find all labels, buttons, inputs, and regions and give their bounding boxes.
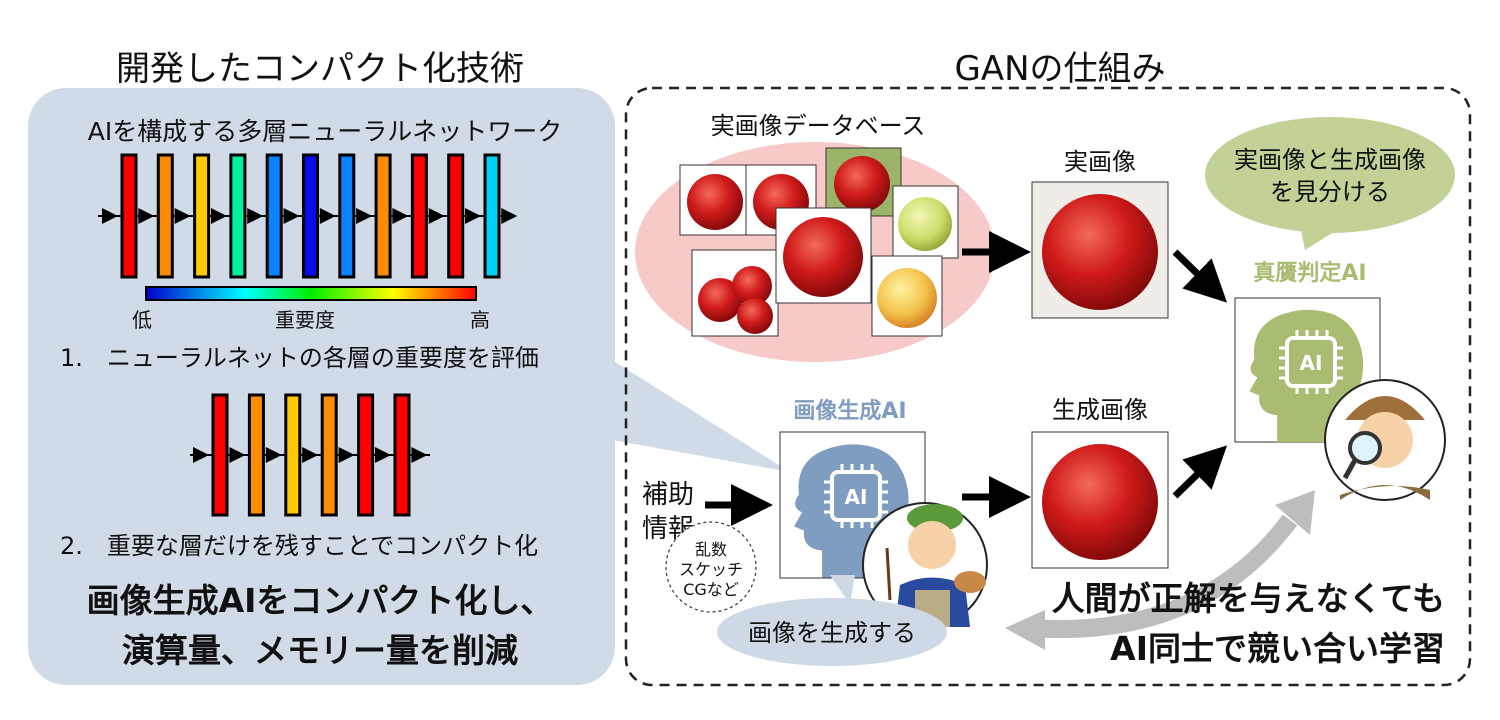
network-layer bbox=[447, 153, 465, 279]
generated-to-discriminator-arrow bbox=[1172, 445, 1228, 499]
generator-chip-icon: AI bbox=[824, 464, 888, 528]
flow-arrow-icon bbox=[375, 447, 391, 463]
aux-example-cg: CGなど bbox=[683, 580, 739, 599]
flow-arrow-icon bbox=[210, 208, 227, 224]
network-layer bbox=[284, 393, 302, 517]
flow-arrow-icon bbox=[229, 447, 246, 463]
conclusion-line-1: 人間が正解を与えなくても bbox=[1052, 579, 1445, 618]
flow-arrow-icon bbox=[338, 447, 355, 463]
right-title: GANの仕組み bbox=[954, 49, 1165, 89]
apple-photo bbox=[871, 255, 943, 337]
network-layer bbox=[357, 393, 375, 517]
feedback-curve bbox=[1029, 514, 1298, 639]
network-layer bbox=[156, 153, 174, 279]
aux-info-line-1: 補助 bbox=[642, 480, 694, 510]
network-layer bbox=[302, 153, 319, 279]
step-1-text: 1. ニューラルネットの各層の重要度を評価 bbox=[60, 344, 539, 372]
generator-chip-text: AI bbox=[845, 485, 868, 509]
aux-example-random: 乱数 bbox=[695, 540, 727, 559]
network-layer bbox=[483, 153, 501, 279]
network-layer bbox=[393, 393, 411, 517]
network-layer bbox=[120, 153, 138, 279]
scale-title: 重要度 bbox=[275, 308, 335, 332]
apple-photo bbox=[892, 185, 959, 259]
network-layer bbox=[211, 393, 229, 517]
network-layer bbox=[247, 393, 265, 517]
discriminator-label: 真贋判定AI bbox=[1253, 260, 1366, 286]
flow-arrow-icon bbox=[501, 208, 518, 224]
conclusion-line-2: AI同士で競い合い学習 bbox=[1110, 629, 1445, 668]
flow-arrow-icon bbox=[174, 208, 191, 224]
network-layer bbox=[229, 153, 247, 279]
network-layer bbox=[193, 153, 211, 279]
flow-arrow-icon bbox=[411, 447, 428, 463]
network-layer bbox=[338, 153, 356, 279]
flow-arrow-icon bbox=[302, 447, 319, 463]
flow-arrow-icon bbox=[265, 447, 282, 463]
scale-low-label: 低 bbox=[132, 308, 152, 332]
apple-photo bbox=[679, 164, 751, 236]
generator-bubble-tail bbox=[830, 575, 855, 605]
detective-avatar bbox=[1324, 379, 1446, 501]
flow-arrow-icon bbox=[356, 208, 373, 224]
real-image bbox=[1031, 181, 1169, 319]
apple-photo bbox=[691, 249, 779, 337]
generated-image-label: 生成画像 bbox=[1052, 396, 1148, 424]
discriminator-bubble-tail bbox=[1300, 225, 1345, 250]
flow-arrow-icon bbox=[465, 208, 481, 224]
gan-frame bbox=[624, 86, 1472, 687]
discriminator-chip-text: AI bbox=[1300, 351, 1323, 375]
network-layer bbox=[410, 153, 428, 279]
full-network-layers bbox=[102, 153, 518, 279]
generator-label: 画像生成AI bbox=[793, 398, 906, 424]
step-2-text: 2. 重要な層だけを残すことでコンパクト化 bbox=[60, 532, 538, 560]
aux-examples-circle bbox=[665, 521, 757, 613]
discriminator-bubble-line-1: 実画像と生成画像 bbox=[1234, 146, 1426, 174]
network-layer bbox=[320, 393, 338, 517]
flow-arrow-icon bbox=[428, 208, 445, 224]
flow-arrow-icon bbox=[392, 208, 409, 224]
scale-high-label: 高 bbox=[470, 308, 490, 332]
discriminator-bubble bbox=[1205, 117, 1455, 233]
feedback-arrowhead-left bbox=[1005, 610, 1045, 650]
network-label: AIを構成する多層ニューラルネットワーク bbox=[88, 117, 562, 146]
apple-photo bbox=[825, 147, 902, 217]
database-photos bbox=[679, 147, 959, 337]
flow-arrow-icon bbox=[102, 208, 118, 224]
aux-example-sketch: スケッチ bbox=[679, 560, 743, 579]
flow-arrow-icon bbox=[193, 447, 209, 463]
summary-line-1: 画像生成AIをコンパクト化し、 bbox=[87, 581, 554, 620]
apple-photo bbox=[775, 207, 872, 304]
database-label: 実画像データベース bbox=[711, 112, 926, 140]
discriminator-chip-icon: AI bbox=[1279, 330, 1343, 394]
flow-arrow-icon bbox=[283, 208, 300, 224]
importance-colorbar bbox=[145, 286, 477, 301]
flow-arrow-icon bbox=[138, 208, 155, 224]
real-to-discriminator-arrow bbox=[1172, 249, 1228, 303]
generated-image bbox=[1031, 431, 1169, 569]
flow-arrow-icon bbox=[247, 208, 264, 224]
feedback-arrowhead-up bbox=[1275, 490, 1315, 535]
compaction-panel bbox=[28, 88, 615, 685]
summary-line-2: 演算量、メモリー量を削減 bbox=[122, 631, 518, 670]
network-layer bbox=[265, 153, 283, 279]
flow-arrow-icon bbox=[319, 208, 336, 224]
left-title: 開発したコンパクト化技術 bbox=[116, 49, 524, 89]
discriminator-bubble-line-2: を見分ける bbox=[1270, 178, 1390, 206]
real-image-label: 実画像 bbox=[1064, 148, 1136, 176]
generator-bubble bbox=[717, 598, 947, 666]
network-layer bbox=[374, 153, 392, 279]
generator-bubble-text: 画像を生成する bbox=[748, 619, 916, 647]
pruned-network-layers bbox=[193, 393, 428, 517]
callout-pointer bbox=[612, 360, 790, 472]
